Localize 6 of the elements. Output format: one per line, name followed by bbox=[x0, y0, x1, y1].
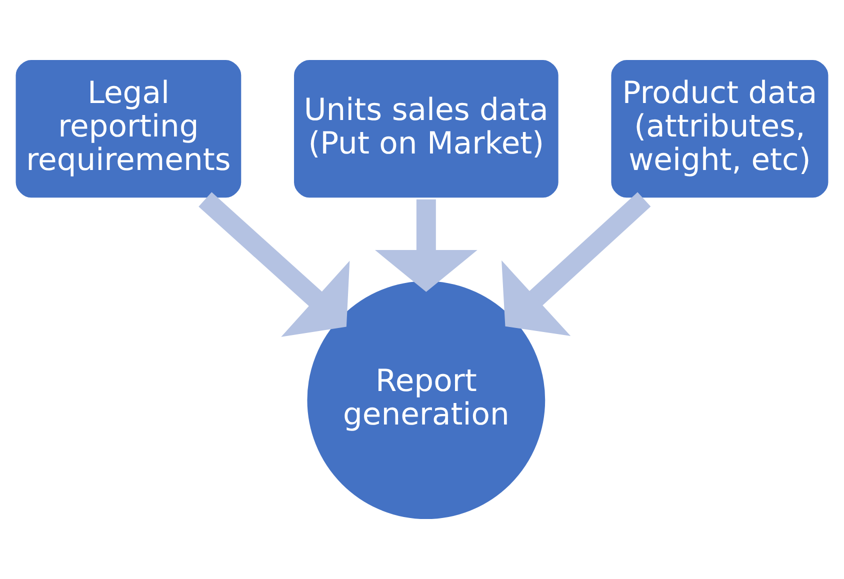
arrow bbox=[374, 199, 478, 292]
node-box: Units sales data (Put on Market) bbox=[291, 57, 562, 200]
node-box: Product data (attributes, weight, etc) bbox=[608, 57, 831, 200]
node-box: Legal reporting requirements bbox=[13, 57, 244, 200]
arrow bbox=[198, 192, 350, 337]
arrow bbox=[502, 192, 651, 336]
